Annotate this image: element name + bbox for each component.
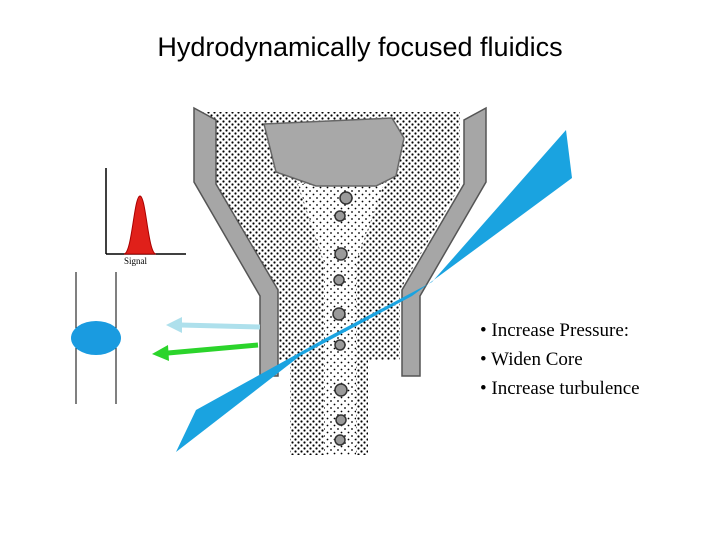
cell [333, 274, 345, 286]
bullet-item: • Increase turbulence [480, 378, 640, 399]
scatter-arrow-head [166, 317, 182, 333]
fluorescence-arrow-head [152, 345, 169, 361]
nozzle-right-wall [401, 106, 487, 377]
cell [339, 191, 353, 205]
bullet-item: • Increase Pressure: [480, 320, 630, 341]
signal-label: Signal [124, 256, 148, 266]
laser-beam [176, 130, 572, 452]
detected-cell [71, 321, 121, 355]
signal-peak [123, 195, 157, 255]
cell [334, 247, 348, 261]
nozzle-left-wall [193, 106, 279, 377]
cell [335, 414, 347, 426]
bullet-list: • Increase Pressure: • Widen Core • Incr… [480, 316, 640, 403]
cell [334, 210, 346, 222]
cell [334, 339, 346, 351]
cell [334, 434, 346, 446]
signal-graph [105, 168, 186, 255]
cells [332, 191, 353, 446]
sample-injection-tube [263, 117, 405, 187]
cell [334, 383, 348, 397]
fluorescence-arrow-shaft [167, 342, 259, 356]
slide-title: Hydrodynamically focused fluidics [157, 32, 563, 62]
cell [332, 307, 346, 321]
scatter-arrow-shaft [179, 322, 261, 330]
bullet-item: • Widen Core [480, 349, 583, 370]
